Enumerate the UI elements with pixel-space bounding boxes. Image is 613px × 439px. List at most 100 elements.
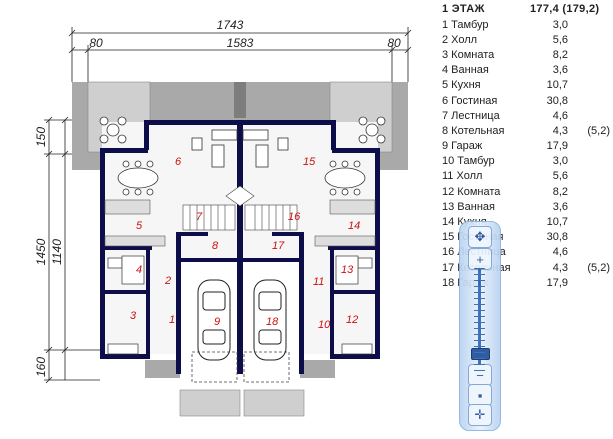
table-row: 1 Тамбур 3,0 — [440, 17, 613, 32]
zoom-out-button[interactable]: − — [468, 364, 492, 386]
zoom-tick — [474, 370, 485, 371]
room-area: 5,6 — [552, 170, 568, 183]
sofas — [191, 129, 289, 168]
room-area: 30,8 — [546, 94, 568, 107]
top-dimensions — [68, 27, 412, 82]
pan-arrows-icon[interactable]: ✥ — [468, 226, 492, 248]
room-area: 4,6 — [552, 109, 568, 122]
fit-icon[interactable]: ▪ — [468, 384, 492, 406]
dim-left-offset: 80 — [89, 36, 103, 50]
room-name: 3 Комната — [442, 48, 495, 61]
room-name: 9 Гараж — [442, 140, 483, 153]
room-area: 30,8 — [546, 231, 568, 244]
zoom-in-button[interactable]: + — [468, 248, 492, 270]
kitchen-counters — [104, 199, 376, 247]
room-label: 1 — [169, 314, 175, 326]
zoom-tick — [474, 334, 485, 335]
room-name: 1 Тамбур — [442, 18, 489, 31]
zoom-tick — [474, 358, 485, 359]
room-area: 3,0 — [552, 18, 568, 31]
room-area-extra: (5,2) — [587, 261, 610, 274]
room-label: 2 — [164, 275, 171, 287]
room-label: 5 — [136, 220, 143, 232]
room-name: 10 Тамбур — [442, 155, 495, 168]
walls — [100, 120, 380, 374]
zoom-tick — [474, 292, 485, 293]
zoom-tick — [474, 316, 485, 317]
room-label: 3 — [130, 310, 137, 322]
room-label: 8 — [212, 240, 219, 252]
room-name: 13 Ванная — [442, 200, 495, 213]
room-area: 17,9 — [546, 276, 568, 289]
room-area: 10,7 — [546, 79, 568, 92]
zoom-tick — [474, 346, 485, 347]
move-icon[interactable]: ✛ — [468, 404, 492, 426]
room-labels-right: 10 11 12 13 14 15 16 17 18 — [266, 156, 360, 331]
room-label: 14 — [348, 220, 360, 232]
floor-label: 1 ЭТАЖ — [442, 2, 485, 15]
room-name: 6 Гостиная — [442, 94, 498, 107]
floor-total-area: 177,4 (179,2) — [530, 2, 600, 15]
floor-plan: 1743 80 1583 80 150 1450 1140 160 — [34, 18, 412, 417]
stairs — [182, 185, 298, 231]
room-area: 8,2 — [552, 48, 568, 61]
room-label: 15 — [303, 156, 316, 168]
table-header: 1 ЭТАЖ 177,4 (179,2) — [440, 0, 613, 17]
room-label: 4 — [136, 264, 142, 276]
bathroom-fixtures — [107, 255, 373, 355]
left-dimensions — [44, 116, 100, 384]
room-area: 5,6 — [552, 33, 568, 46]
room-label: 16 — [288, 211, 301, 223]
zoom-tick — [474, 280, 485, 281]
room-label: 13 — [341, 264, 354, 276]
room-area: 3,6 — [552, 64, 568, 77]
terrace-tables — [99, 116, 386, 144]
room-label: 12 — [346, 314, 358, 326]
room-area: 10,7 — [546, 216, 568, 229]
zoom-tick — [474, 286, 485, 287]
room-area-extra: (5,2) — [587, 124, 610, 137]
zoom-tick — [474, 298, 485, 299]
room-area: 3,6 — [552, 200, 568, 213]
room-label: 10 — [318, 319, 331, 331]
table-row: 2 Холл 5,6 — [440, 32, 613, 47]
room-labels-left: 1 2 3 4 5 6 7 8 9 — [130, 156, 220, 328]
table-row: 13 Ванная 3,6 — [440, 199, 613, 214]
zoom-tick — [474, 274, 485, 275]
room-name: 5 Кухня — [442, 79, 481, 92]
zoom-tick — [474, 328, 485, 329]
room-name: 7 Лестница — [442, 109, 500, 122]
zoom-control: ✥ + − ▪ ✛ — [459, 221, 501, 431]
room-label: 17 — [272, 240, 285, 252]
dim-v-inner: 1140 — [50, 239, 64, 265]
zoom-slider-handle[interactable] — [471, 347, 490, 360]
zoom-tick — [474, 304, 485, 305]
zoom-tick — [474, 364, 485, 365]
zoom-tick — [474, 352, 485, 353]
room-name: 2 Холл — [442, 33, 478, 46]
zoom-tick — [474, 322, 485, 323]
room-label: 18 — [266, 316, 279, 328]
room-label: 6 — [175, 156, 182, 168]
room-label: 9 — [214, 316, 220, 328]
table-row: 5 Кухня 10,7 — [440, 78, 613, 93]
table-row: 7 Лестница 4,6 — [440, 108, 613, 123]
dim-v-top: 150 — [34, 127, 48, 147]
room-area: 4,3 — [552, 261, 568, 274]
room-label: 7 — [196, 211, 203, 223]
room-area: 3,0 — [552, 155, 568, 168]
cars — [197, 279, 287, 361]
table-row: 6 Гостиная 30,8 — [440, 93, 613, 108]
room-area: 4,6 — [552, 246, 568, 259]
room-label: 11 — [313, 276, 324, 288]
table-row: 10 Тамбур 3,0 — [440, 154, 613, 169]
dim-right-offset: 80 — [387, 36, 401, 50]
zoom-tick — [474, 268, 485, 269]
dim-total: 1743 — [217, 18, 244, 32]
zoom-tick — [474, 310, 485, 311]
dim-v-total: 1450 — [34, 238, 48, 265]
